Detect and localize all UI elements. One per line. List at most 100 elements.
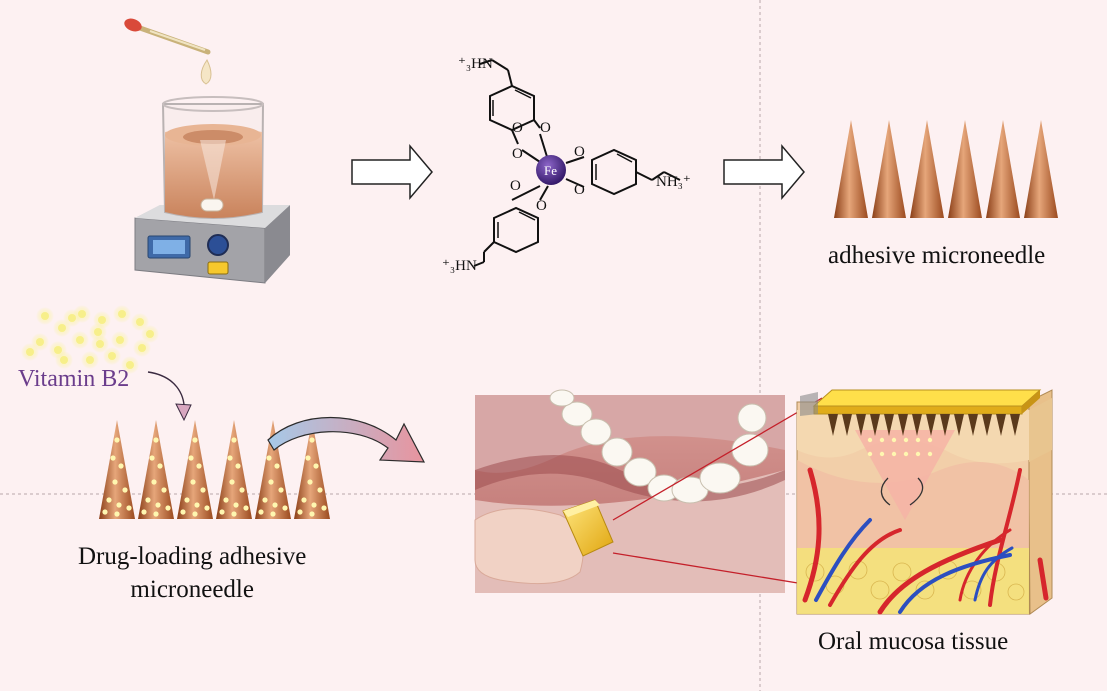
drug-microneedle-cone <box>255 420 291 519</box>
vitamin-arrowhead <box>175 403 192 422</box>
oral-cavity-illustration <box>474 389 785 593</box>
stirrer-knob <box>207 234 229 256</box>
tissue-patch-top <box>812 389 1042 407</box>
drug-dot <box>157 463 163 469</box>
microneedle-cone <box>1024 120 1058 218</box>
vitamin-particle <box>116 336 124 344</box>
drug-dot <box>116 502 122 508</box>
released-drug-dot <box>867 451 873 457</box>
drug-dot <box>194 502 200 508</box>
drug-dot <box>153 511 159 517</box>
drug-dot <box>165 505 171 511</box>
adhesive-microneedle-array <box>834 120 1058 218</box>
drug-dot <box>272 502 278 508</box>
tissue-needle <box>856 414 866 436</box>
vitamin-particle <box>146 330 154 338</box>
released-drug-dot <box>891 451 897 457</box>
drug-dot <box>126 505 132 511</box>
vitamin-particle <box>41 312 49 320</box>
vitamin-particle <box>126 361 134 369</box>
drug-dot <box>231 511 237 517</box>
drug-dot <box>227 455 233 461</box>
drug-dot <box>235 463 241 469</box>
oxygen-label: O <box>574 182 585 198</box>
vitamin-particle <box>118 310 126 318</box>
droplet-icon <box>200 59 212 85</box>
drug-dot <box>112 479 118 485</box>
tissue-needle <box>982 414 992 436</box>
magnetic-stirrer-setup <box>124 18 290 284</box>
drug-dot <box>270 511 276 517</box>
drug-dot <box>307 479 313 485</box>
vitamin-particle <box>58 324 66 332</box>
drug-loading-label-line2: microneedle <box>130 576 254 603</box>
drug-dot <box>184 497 190 503</box>
drug-dot <box>106 497 112 503</box>
microneedle-cone <box>872 120 906 218</box>
drug-dot <box>190 479 196 485</box>
drug-loading-microneedle-array <box>99 420 330 519</box>
drug-dot <box>118 463 124 469</box>
dropper-icon <box>124 18 211 55</box>
drug-dot <box>204 505 210 511</box>
fe-center-atom <box>536 155 566 185</box>
tissue-needle <box>884 414 894 436</box>
zoom-line-top <box>612 397 823 521</box>
microneedle-cone <box>986 120 1020 218</box>
vitamin-particle <box>138 344 146 352</box>
released-drug-dot <box>903 451 909 457</box>
vitamin-particle <box>60 356 68 364</box>
drug-dot <box>317 487 323 493</box>
released-drug-dot <box>867 437 873 443</box>
tissue-needle <box>912 414 922 436</box>
vitamin-particle <box>96 340 104 348</box>
drug-microneedle-cone <box>177 420 213 519</box>
amine-top-label: ⁺₃HN <box>458 56 493 72</box>
drug-dot <box>233 502 239 508</box>
released-drug-dot <box>879 437 885 443</box>
vitamin-particle <box>108 352 116 360</box>
drug-dot <box>321 505 327 511</box>
drug-dot <box>301 497 307 503</box>
amine-bottom-label: ⁺₃HN <box>442 258 477 274</box>
drug-dot <box>309 511 315 517</box>
vitamin-particles <box>21 305 159 374</box>
drug-microneedle-cone <box>294 420 330 519</box>
fe-catechol-complex <box>473 59 681 267</box>
process-arrow-2 <box>723 143 805 201</box>
drug-dot <box>145 497 151 503</box>
tissue-needle <box>828 414 838 436</box>
yellow-microneedle-patch <box>562 499 614 557</box>
drug-dot <box>262 497 268 503</box>
process-arrow-1 <box>351 143 433 201</box>
drug-dot <box>196 463 202 469</box>
drug-dot <box>102 509 108 515</box>
teeth <box>549 389 769 504</box>
drug-dot <box>231 437 237 443</box>
blood-vessels <box>802 467 1049 615</box>
drug-dot <box>151 479 157 485</box>
drug-dot <box>161 487 167 493</box>
drug-dot <box>114 511 120 517</box>
vitamin-particle <box>94 328 102 336</box>
released-drug-dot <box>915 451 921 457</box>
drug-dot <box>268 479 274 485</box>
drug-dot <box>192 511 198 517</box>
oxygen-label: O <box>512 146 523 162</box>
oxygen-label: O <box>510 178 521 194</box>
drug-dot <box>278 487 284 493</box>
microneedle-cone <box>910 120 944 218</box>
drug-dot <box>155 502 161 508</box>
vitamin-particle <box>76 336 84 344</box>
drug-microneedle-cone <box>138 420 174 519</box>
released-drug-dot <box>927 451 933 457</box>
drug-microneedle-cone <box>216 420 252 519</box>
tissue-needle <box>996 414 1006 436</box>
drug-dot <box>258 509 264 515</box>
vitamin-particle <box>26 348 34 356</box>
drug-dot <box>243 505 249 511</box>
tissue-needle <box>1010 414 1020 436</box>
drug-dot <box>313 463 319 469</box>
drug-dot <box>229 479 235 485</box>
